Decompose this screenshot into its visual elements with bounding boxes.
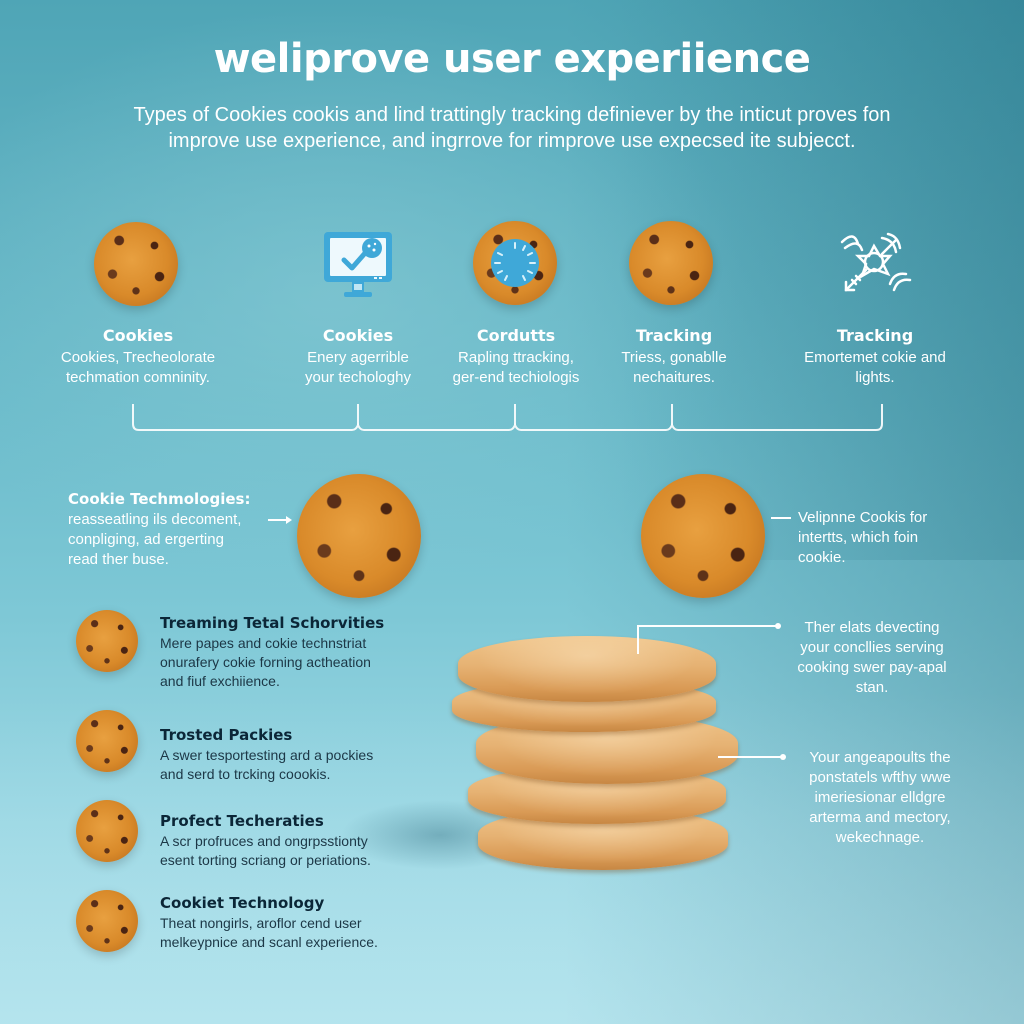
cookie-stack	[450, 630, 740, 880]
cookie-icon	[76, 710, 138, 772]
feature-tracking-2: Tracking Emortemet cokie and lights.	[780, 326, 970, 388]
callout-cookie-technologies: Cookie Techmologies: reasseatling ils de…	[68, 490, 278, 570]
list-item: Treaming Tetal Schorvities Mere papes an…	[76, 610, 436, 689]
list-item-title: Profect Techeraties	[160, 812, 324, 830]
callout-text: intertts, which foin	[798, 529, 919, 546]
stack-cookie	[458, 636, 716, 702]
list-item: Trosted Packies A swer tesportesting ard…	[76, 710, 436, 782]
arrow-right-icon	[268, 516, 292, 524]
feature-cookies-2: Cookies Enery agerrible your techologhy	[280, 326, 436, 388]
feature-desc: Rapling ttracking,	[458, 349, 574, 366]
list-item-desc: esent torting scriang or periations.	[160, 852, 371, 868]
list-item: Profect Techeraties A scr profruces and …	[76, 800, 436, 870]
feature-title: Cookies	[102, 326, 174, 345]
callout-connector	[718, 754, 786, 760]
feature-desc: ger-end techiologis	[452, 369, 580, 386]
callout-devecting: Ther elats devecting your concllies serv…	[772, 618, 972, 698]
feature-title: Cookies	[322, 326, 394, 345]
feature-desc: techmation comninity.	[66, 369, 210, 386]
feature-desc: Enery agerrible	[307, 349, 409, 366]
feature-desc: Emortemet cokie and	[804, 349, 946, 366]
callout-text: wekechnage.	[835, 829, 925, 846]
feature-desc: lights.	[855, 369, 895, 386]
cookie-icon	[629, 221, 713, 305]
callout-text: Velipnne Cookis for	[798, 509, 928, 526]
callout-text: ponstatels wfthy wwe	[809, 769, 951, 786]
callout-text: imeriesionar elldgre	[814, 789, 946, 806]
feature-desc: nechaitures.	[633, 369, 715, 386]
callout-angeapoults: Your angeapoults the ponstatels wfthy ww…	[780, 748, 980, 848]
callout-velipnne: Velipnne Cookis for intertts, which foin…	[798, 508, 988, 568]
dash-connector	[771, 517, 791, 519]
feature-desc: Triess, gonablle	[621, 349, 727, 366]
feature-title: Tracking	[635, 326, 713, 345]
list-item-title: Trosted Packies	[160, 726, 293, 744]
network-tracking-icon	[840, 232, 912, 292]
callout-text: cooking swer pay-apal	[797, 659, 947, 676]
callout-text: read ther buse.	[68, 551, 169, 568]
list-item-desc: and serd to trcking coookis.	[160, 766, 331, 782]
feature-cordutts: Cordutts Rapling ttracking, ger-end tech…	[438, 326, 594, 388]
large-cookie-left	[297, 474, 421, 598]
dial-gauge-icon	[491, 239, 539, 287]
cookie-icon	[94, 222, 178, 306]
callout-text: arterma and mectory,	[809, 809, 951, 826]
list-item-desc: melkeypnice and scanl experience.	[160, 934, 378, 950]
callout-text: cookie.	[798, 549, 846, 566]
feature-title: Tracking	[836, 326, 914, 345]
list-item-title: Cookiet Technology	[160, 894, 325, 912]
list-item-desc: Mere papes and cokie technstriat	[160, 635, 367, 651]
list-item-desc: A swer tesportesting ard a pockies	[160, 747, 374, 763]
page-title: weliprove user experiience	[213, 36, 811, 82]
callout-text: reasseatling ils decoment,	[68, 511, 242, 528]
list-item-desc: and fiuf exchiience.	[160, 673, 280, 689]
callout-text: conpliging, ad ergerting	[68, 531, 224, 548]
callout-title: Cookie Techmologies:	[68, 490, 251, 508]
cookie-icon	[76, 610, 138, 672]
list-item-desc: onurafery cokie forning actheation	[160, 654, 371, 670]
page-subtitle: Types of Cookies cookis and lind trattin…	[133, 104, 891, 152]
callout-text: Ther elats devecting	[804, 619, 940, 636]
monitor-check-icon	[324, 232, 392, 297]
bracket-connector	[132, 404, 883, 431]
feature-title: Cordutts	[476, 326, 556, 345]
callout-connector	[637, 623, 781, 654]
list-item: Cookiet Technology Theat nongirls, arofl…	[76, 890, 436, 960]
feature-desc: your techologhy	[305, 369, 411, 386]
feature-desc: Cookies, Trecheolorate	[60, 349, 216, 366]
callout-text: stan.	[855, 679, 889, 696]
feature-tracking-1: Tracking Triess, gonablle nechaitures.	[596, 326, 752, 388]
feature-cookies-1: Cookies Cookies, Trecheolorate techmatio…	[40, 326, 236, 388]
cookie-icon	[76, 800, 138, 862]
list-item-desc: A scr profruces and ongrpsstionty	[160, 833, 368, 849]
cookie-icon	[76, 890, 138, 952]
list-item-desc: Theat nongirls, aroflor cend user	[160, 915, 362, 931]
large-cookie-right	[641, 474, 765, 598]
callout-text: your concllies serving	[800, 639, 944, 656]
list-item-title: Treaming Tetal Schorvities	[160, 614, 385, 632]
callout-text: Your angeapoults the	[809, 749, 951, 766]
